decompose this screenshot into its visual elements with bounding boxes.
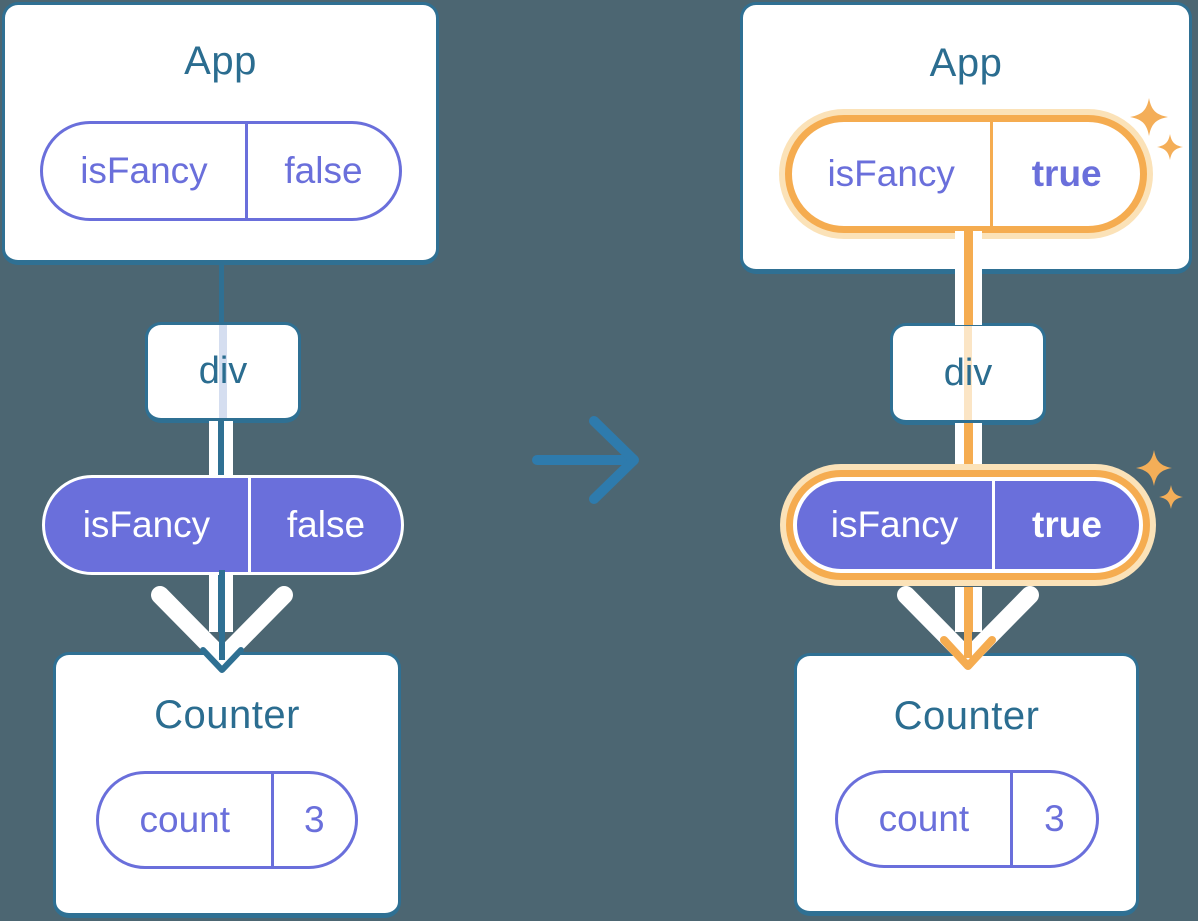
div-card-after: div (890, 323, 1046, 425)
counter-state-pill-before: count 3 (96, 771, 358, 869)
connector-div-to-pill-after (955, 423, 982, 478)
pass-through-stripe (219, 325, 227, 418)
app-prop-pill-after: isFancy true (785, 115, 1147, 233)
state-value-label: 3 (303, 799, 325, 840)
app-title: App (929, 41, 1003, 85)
arrow-down-icon (897, 586, 1039, 670)
app-card-before: App isFancy false (2, 2, 439, 265)
passed-prop-pill-after: isFancy true (793, 477, 1143, 573)
app-card-after: App isFancy true (740, 2, 1192, 274)
counter-card-after: Counter count 3 (794, 653, 1139, 916)
prop-name-label: isFancy (792, 122, 994, 226)
prop-name-label: isFancy (797, 481, 995, 569)
passed-prop-pill-before: isFancy false (42, 475, 404, 575)
prop-value-label: true (1032, 504, 1102, 545)
sparkle-icon (1130, 98, 1168, 136)
prop-name-label: isFancy (45, 478, 251, 572)
sparkle-icon (1136, 450, 1172, 486)
state-name-label: count (99, 774, 274, 866)
state-name-label: count (838, 773, 1014, 865)
counter-state-pill-after: count 3 (834, 770, 1099, 868)
connector-div-to-pill-before (209, 421, 233, 478)
div-card-before: div (145, 322, 301, 423)
counter-card-before: Counter count 3 (53, 652, 401, 918)
state-value-label: 3 (1044, 798, 1065, 839)
counter-title: Counter (893, 694, 1040, 738)
prop-value-label: true (1031, 153, 1102, 194)
div-label: div (198, 350, 248, 392)
arrow-down-icon (151, 570, 293, 673)
prop-name-label: isFancy (43, 124, 249, 218)
connector-app-to-div-after (955, 231, 982, 325)
counter-title: Counter (154, 693, 300, 737)
sparkle-icon (1159, 485, 1183, 509)
app-title: App (184, 39, 257, 83)
sparkle-icon (1157, 134, 1183, 160)
prop-value-label: false (284, 150, 363, 191)
pass-through-stripe (964, 326, 972, 420)
div-label: div (943, 351, 993, 394)
prop-value-label: false (286, 504, 366, 545)
arrow-right-icon (532, 416, 639, 504)
connector-app-to-div-before (219, 263, 224, 325)
app-prop-pill-before: isFancy false (39, 121, 402, 221)
